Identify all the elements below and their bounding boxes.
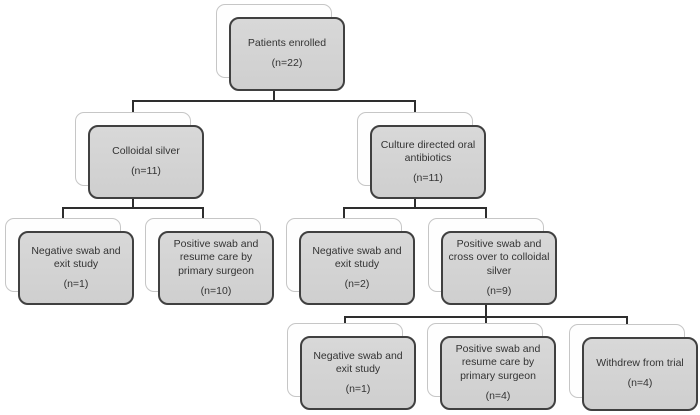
connector-segment bbox=[485, 316, 487, 325]
node-box: Culture directed oral antibiotics (n=11) bbox=[370, 125, 486, 199]
connector-segment bbox=[132, 100, 416, 102]
node-count: (n=22) bbox=[271, 57, 303, 69]
flow-node-patients-enrolled: Patients enrolled (n=22) bbox=[216, 4, 345, 91]
node-box: Colloidal silver (n=11) bbox=[88, 125, 204, 199]
node-label: Patients enrolled bbox=[247, 37, 327, 50]
connector-segment bbox=[202, 207, 204, 220]
node-label: Negative swab and exit study bbox=[31, 244, 121, 271]
node-label: Culture directed oral antibiotics bbox=[380, 138, 476, 165]
flow-node-xo-positive-swab-resume: Positive swab and resume care by primary… bbox=[427, 323, 556, 410]
node-box: Positive swab and cross over to colloida… bbox=[441, 231, 557, 305]
node-label: Withdrew from trial bbox=[596, 357, 684, 370]
connector-segment bbox=[485, 207, 487, 220]
node-count: (n=2) bbox=[344, 277, 370, 290]
node-box: Positive swab and resume care by primary… bbox=[440, 336, 556, 410]
connector-segment bbox=[132, 100, 134, 114]
node-label: Negative swab and exit study bbox=[312, 244, 402, 271]
node-count: (n=10) bbox=[200, 284, 232, 297]
flow-node-cs-negative-swab-exit: Negative swab and exit study (n=1) bbox=[5, 218, 134, 305]
node-box: Withdrew from trial (n=4) bbox=[582, 337, 698, 411]
flow-node-cs-positive-swab-resume: Positive swab and resume care by primary… bbox=[145, 218, 274, 305]
node-label: Positive swab and resume care by primary… bbox=[455, 342, 541, 382]
connector-segment bbox=[343, 207, 345, 220]
flow-node-xo-negative-swab-exit: Negative swab and exit study (n=1) bbox=[287, 323, 416, 410]
node-label: Negative swab and exit study bbox=[313, 349, 403, 376]
node-label: Positive swab and resume care by primary… bbox=[173, 237, 259, 277]
flow-node-colloidal-silver: Colloidal silver (n=11) bbox=[75, 112, 204, 199]
node-count: (n=4) bbox=[627, 377, 653, 389]
connector-segment bbox=[132, 199, 134, 209]
connector-segment bbox=[626, 316, 628, 325]
connector-segment bbox=[62, 207, 64, 220]
node-count: (n=4) bbox=[485, 389, 511, 402]
node-box: Patients enrolled (n=22) bbox=[229, 17, 345, 91]
connector-segment bbox=[62, 207, 204, 209]
node-box: Negative swab and exit study (n=1) bbox=[18, 231, 134, 305]
node-count: (n=11) bbox=[131, 165, 161, 177]
node-count: (n=11) bbox=[413, 171, 443, 184]
connector-segment bbox=[414, 100, 416, 114]
flow-node-culture-directed-oral-antibiotics: Culture directed oral antibiotics (n=11) bbox=[357, 112, 486, 199]
connector-segment bbox=[344, 316, 346, 325]
node-label: Positive swab and cross over to colloida… bbox=[448, 237, 550, 277]
node-box: Negative swab and exit study (n=1) bbox=[300, 336, 416, 410]
node-count: (n=1) bbox=[63, 277, 89, 290]
flow-node-withdrew-from-trial: Withdrew from trial (n=4) bbox=[569, 324, 698, 411]
node-box: Positive swab and resume care by primary… bbox=[158, 231, 274, 305]
connector-segment bbox=[414, 199, 416, 209]
connector-segment bbox=[485, 305, 487, 318]
node-count: (n=9) bbox=[486, 284, 512, 297]
flow-node-abx-negative-swab-exit: Negative swab and exit study (n=2) bbox=[286, 218, 415, 305]
connector-segment bbox=[343, 207, 487, 209]
node-count: (n=1) bbox=[345, 382, 371, 395]
node-label: Colloidal silver bbox=[112, 145, 180, 158]
node-box: Negative swab and exit study (n=2) bbox=[299, 231, 415, 305]
connector-segment bbox=[273, 91, 275, 102]
flow-node-abx-positive-swab-crossover: Positive swab and cross over to colloida… bbox=[428, 218, 557, 305]
